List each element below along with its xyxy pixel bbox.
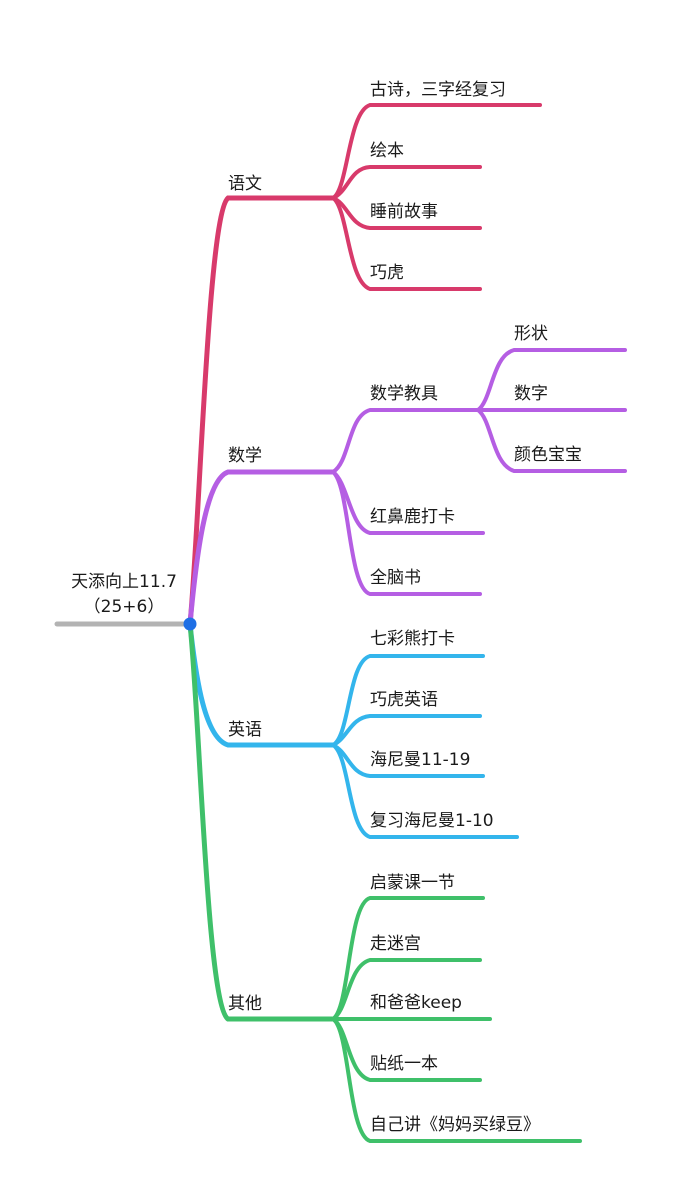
leaf-qita-2: 走迷宫 [370,934,421,954]
leaf-qita-4: 贴纸一本 [370,1054,438,1074]
branch-label-yingyu: 英语 [228,720,262,740]
edge-shuxue-3 [331,470,482,596]
leaf-qita-1: 启蒙课一节 [370,873,455,893]
trunk-yuwen [187,195,336,627]
leaf-shuxue-shuzi: 数字 [514,384,548,404]
edge-yuwen-4 [331,196,482,291]
branch-yingyu[interactable]: 英语 七彩熊打卡 巧虎英语 海尼曼11-19 复习海尼曼1-10 [187,621,519,839]
leaf-yingyu-1: 七彩熊打卡 [370,629,455,649]
branch-qita[interactable]: 其他 启蒙课一节 走迷宫 和爸爸keep 贴纸一本 自己讲《妈妈买绿豆》 [187,621,582,1143]
branch-yuwen[interactable]: 语文 古诗，三字经复习 绘本 睡前故事 巧虎 [187,80,542,627]
leaf-yuwen-2: 绘本 [370,141,404,161]
leaf-qita-3: 和爸爸keep [370,993,462,1013]
edge-yingyu-4 [331,743,519,839]
branch-shuxue[interactable]: 数学 数学教具 形状 数字 颜色宝宝 红鼻鹿打卡 全脑书 [187,324,627,627]
leaf-qita-5: 自己讲《妈妈买绿豆》 [370,1115,540,1135]
leaf-yingyu-4: 复习海尼曼1-10 [370,811,494,831]
branch-label-qita: 其他 [228,994,262,1014]
branch-label-yuwen: 语文 [228,174,262,194]
root-junction-dot [183,617,197,631]
root-node[interactable]: 天添向上11.7 （25+6） [54,572,193,627]
edge-shuxue-1 [331,408,480,474]
trunk-qita [187,621,336,1022]
root-title-line1: 天添向上11.7 [71,572,177,592]
leaf-yingyu-3: 海尼曼11-19 [370,750,470,770]
edge-yuwen-1 [331,103,542,200]
leaf-shuxue-yanse: 颜色宝宝 [514,445,582,465]
leaf-shuxue-xingzhuang: 形状 [514,324,548,344]
leaf-yuwen-3: 睡前故事 [370,202,438,222]
edge-qita-2 [331,958,482,1021]
edge-qita-5 [331,1017,582,1143]
branch-label-shuxue: 数学 [228,446,262,466]
edge-yingyu-2 [331,714,482,747]
leaf-yuwen-4: 巧虎 [370,263,404,283]
edge-shuxue-1-3 [476,408,627,473]
trunk-shuxue [187,469,336,627]
leaf-yingyu-2: 巧虎英语 [370,690,438,710]
root-title-line2: （25+6） [84,597,165,617]
leaf-shuxue-quannao: 全脑书 [370,568,421,588]
leaf-yuwen-1: 古诗，三字经复习 [370,80,506,100]
edge-shuxue-1-1 [476,348,627,412]
leaf-shuxue-hongbilu: 红鼻鹿打卡 [370,507,455,527]
node-shuxue-jiaoju: 数学教具 [370,384,438,404]
edge-yuwen-2 [331,165,482,200]
